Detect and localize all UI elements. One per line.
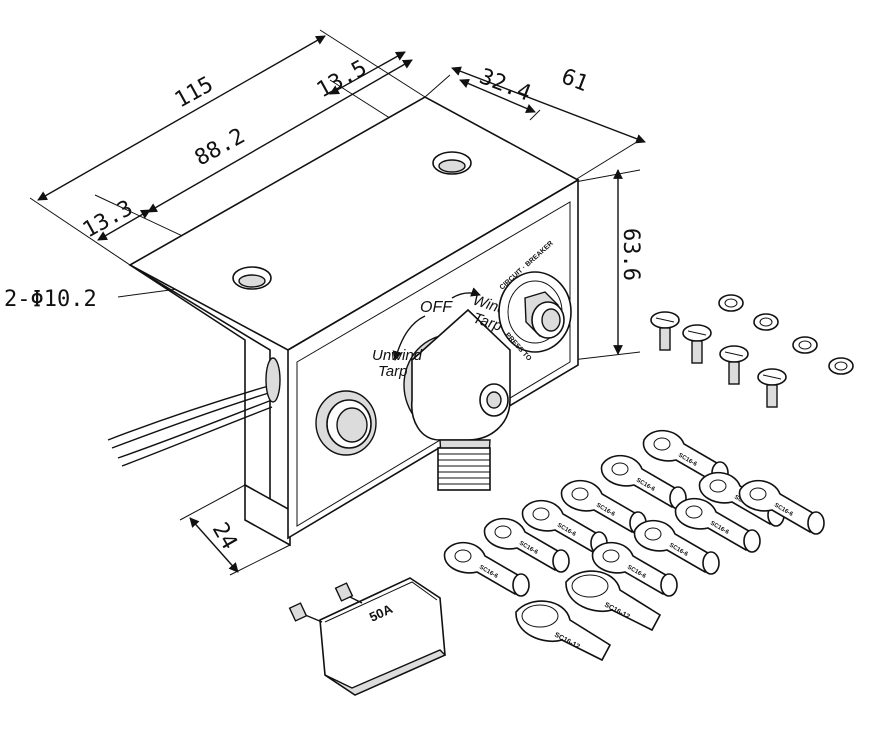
small-ring-terminal: SC16-6 [591, 541, 678, 597]
dim-13-5: 13.5 [313, 56, 371, 104]
hole-callout: 2-Φ10.2 [4, 287, 97, 312]
lock-washer [828, 357, 854, 375]
bottom-flange [244, 483, 291, 547]
dim-88-2: 88.2 [191, 124, 249, 172]
dimension-annotations: 115 88.2 13.5 13.3 61 32.4 63.6 24 2-Φ10… [4, 29, 646, 576]
small-ring-terminal: SC16-6 [483, 517, 570, 573]
dim-24: 24 [207, 519, 242, 554]
lock-washer [792, 336, 818, 354]
small-ring-terminal: SC16-6 [674, 497, 761, 553]
reset-push-button [315, 390, 377, 456]
rotary-tarp-switch [403, 308, 511, 491]
dim-32-4: 32.4 [476, 64, 534, 106]
label-unwind: Unwind [372, 347, 423, 364]
ring-terminals: SC16-6SC16-6SC16-6SC16-6SC16-6SC16-6SC16… [443, 429, 825, 597]
small-ring-terminal: SC16-6 [738, 479, 825, 535]
small-ring-terminal: SC16-6 [633, 519, 720, 575]
dim-13-3: 13.3 [79, 196, 137, 244]
large-ring-terminal: SC16-12 [565, 570, 662, 632]
screw [682, 324, 712, 364]
inline-circuit-breaker: 50A [288, 577, 447, 696]
dim-line-13-3 [97, 209, 151, 241]
screw [650, 311, 680, 351]
dim-line-13-5 [329, 51, 406, 95]
dim-line-24 [189, 517, 239, 573]
screw [757, 368, 787, 408]
label-off: OFF [420, 299, 453, 316]
dim-63-6: 63.6 [618, 228, 643, 281]
wires [107, 357, 281, 467]
label-unwind-tarp: Tarp [378, 363, 407, 380]
screw [719, 345, 749, 385]
switch-threaded-stem [437, 447, 491, 491]
dim-line-115 [37, 35, 326, 201]
switch-enclosure: OFF Wind Tarp Unwind Tarp CIRCUIT · BREA… [107, 96, 580, 547]
small-ring-terminal: SC16-6 [443, 541, 530, 597]
lock-washer [718, 294, 744, 312]
screws-and-washers [650, 294, 854, 408]
dim-61: 61 [558, 64, 592, 97]
dim-line-32-4 [459, 78, 536, 114]
dim-115: 115 [171, 72, 218, 113]
lock-washer [753, 313, 779, 331]
